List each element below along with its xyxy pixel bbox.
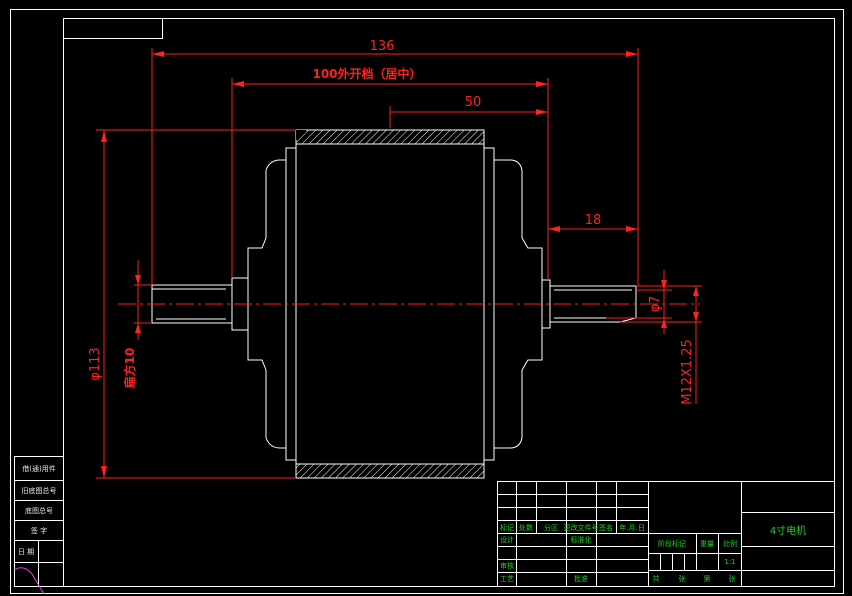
- tb-col-mark: 标记: [500, 523, 514, 532]
- tb-stage-mark: 阶段标记: [658, 539, 686, 548]
- dim-thread: M12X1.25: [680, 339, 695, 405]
- dim-flat: 扁方10: [122, 348, 137, 389]
- tb-col-sign: 签名: [599, 523, 613, 532]
- drawing-frame: [10, 9, 844, 594]
- dimension-arrows: [101, 51, 699, 478]
- side-label-date: 日 期: [18, 548, 34, 556]
- tb-sheets-unit-a: 张: [679, 574, 686, 583]
- tb-design: 设计: [500, 535, 514, 544]
- tb-title: 4寸电机: [770, 524, 806, 537]
- tb-col-change-doc: 更改文件号: [564, 523, 599, 532]
- tb-col-zone: 分区: [544, 523, 558, 532]
- dim-center-width: 100外开档（居中）: [312, 66, 421, 81]
- tb-col-date: 年.月.日: [619, 523, 644, 532]
- tb-weight: 重量: [700, 540, 714, 548]
- dim-shaft-diameter: φ7: [648, 296, 663, 313]
- tb-sheets-total: 共: [653, 574, 660, 583]
- side-block: 借(通)用件 旧底图总号 底图总号 签 字 日 期: [13, 456, 64, 595]
- dim-half-width: 50: [465, 95, 482, 110]
- tb-process: 工艺: [500, 575, 514, 583]
- drum-hatching: [295, 129, 485, 479]
- dim-overall-length: 136: [370, 39, 395, 54]
- side-label-signature: 签 字: [31, 526, 47, 535]
- side-label-borrowed: 借(通)用件: [22, 464, 55, 473]
- side-label-old-base: 旧底图总号: [22, 486, 57, 495]
- tb-approve: 批准: [574, 574, 588, 583]
- tb-sheets-unit-b: 张: [729, 574, 736, 583]
- tb-scale: 比例: [723, 539, 737, 548]
- tb-sheets-current: 第: [704, 574, 711, 583]
- tb-review: 审核: [500, 561, 514, 570]
- dimension-lines: [96, 48, 702, 479]
- title-block: 标记 处数 分区 更改文件号 签名 年.月.日 设计 标准化 审核 工艺 批准 …: [497, 481, 835, 587]
- tb-scale-value: 1:1: [724, 558, 735, 566]
- tb-col-count: 处数: [519, 523, 533, 532]
- tb-standardize: 标准化: [571, 535, 592, 544]
- dim-shaft-end: 18: [585, 213, 602, 228]
- dim-drum-diameter: φ113: [88, 347, 103, 380]
- side-label-base: 底图总号: [25, 506, 53, 515]
